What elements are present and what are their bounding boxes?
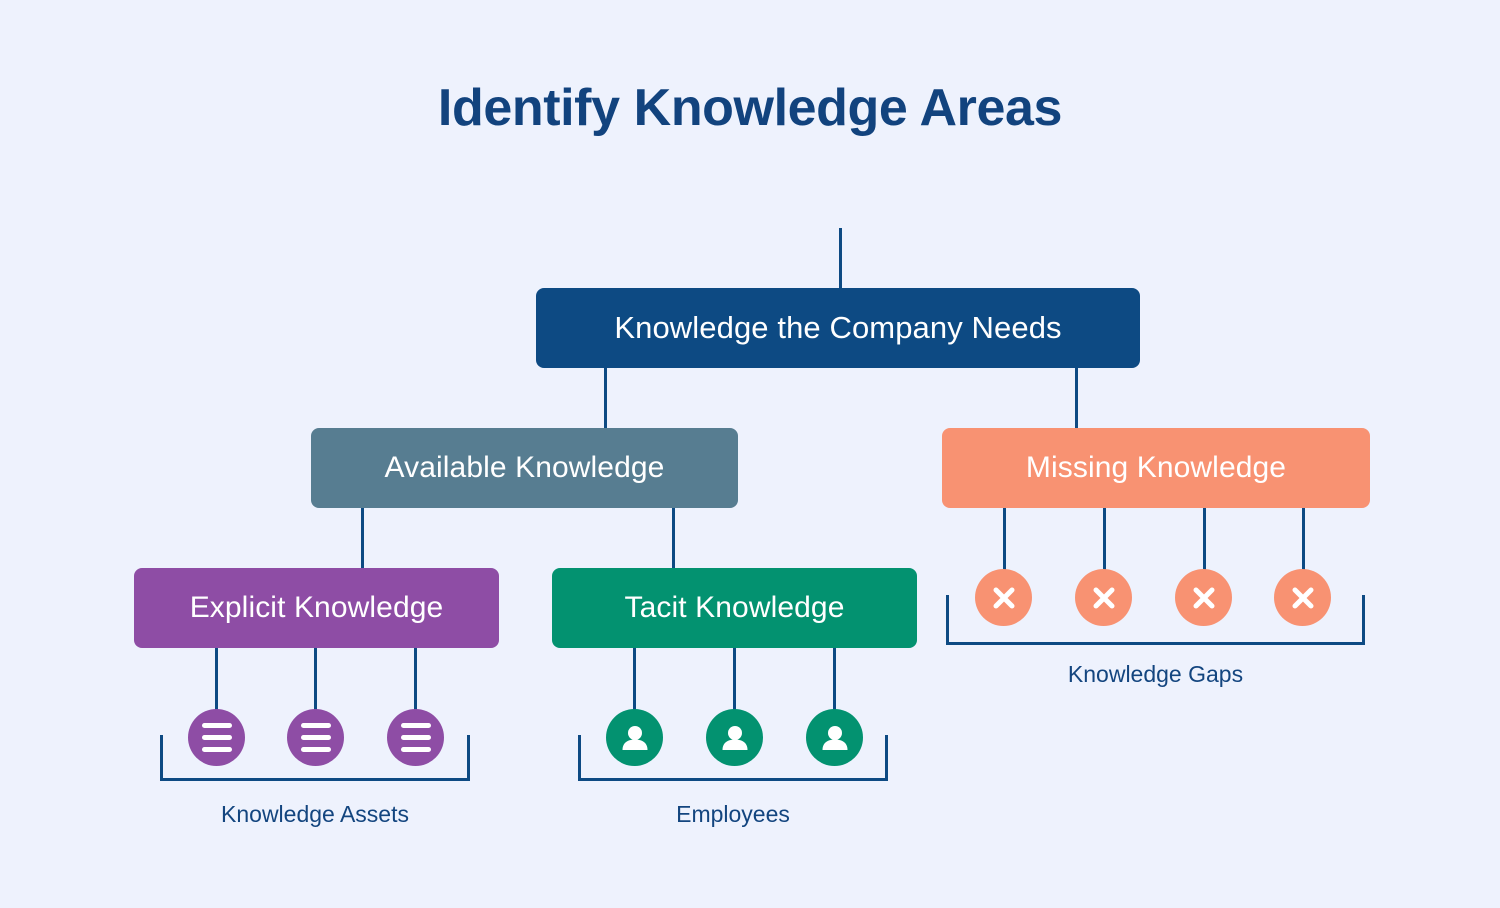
person-icon[interactable]	[806, 709, 863, 766]
document-lines-icon-glyph	[300, 723, 331, 752]
x-mark-icon-glyph	[1292, 587, 1313, 608]
connector-root-to-available	[604, 368, 607, 430]
connector-missing-to-gap-1	[1003, 508, 1006, 576]
node-tacit-knowledge[interactable]: Tacit Knowledge	[552, 568, 917, 648]
x-mark-icon-glyph	[1193, 587, 1214, 608]
document-lines-icon[interactable]	[188, 709, 245, 766]
x-mark-icon[interactable]	[1274, 569, 1331, 626]
document-lines-icon[interactable]	[287, 709, 344, 766]
connector-explicit-to-asset-3	[414, 648, 417, 716]
connector-root-to-missing	[1075, 368, 1078, 430]
connector-missing-to-gap-2	[1103, 508, 1106, 576]
connector-explicit-to-asset-2	[314, 648, 317, 716]
person-icon-glyph	[722, 725, 747, 750]
x-mark-icon-glyph	[1093, 587, 1114, 608]
connector-explicit-to-asset-1	[215, 648, 218, 716]
node-label: Missing Knowledge	[1025, 451, 1287, 484]
node-label: Explicit Knowledge	[189, 591, 444, 624]
node-knowledge-the-company-needs[interactable]: Knowledge the Company Needs	[536, 288, 1140, 368]
person-icon[interactable]	[606, 709, 663, 766]
connector-missing-to-gap-4	[1302, 508, 1305, 576]
person-icon-glyph	[822, 725, 847, 750]
bracket-employees	[578, 735, 888, 781]
person-icon[interactable]	[706, 709, 763, 766]
connector-missing-to-gap-3	[1203, 508, 1206, 576]
node-label: Knowledge the Company Needs	[614, 310, 1062, 345]
document-lines-icon[interactable]	[387, 709, 444, 766]
node-missing-knowledge[interactable]: Missing Knowledge	[942, 428, 1370, 508]
bracket-knowledge-assets	[160, 735, 470, 781]
document-lines-icon-glyph	[201, 723, 232, 752]
connector-available-to-tacit	[672, 508, 675, 570]
x-mark-icon[interactable]	[975, 569, 1032, 626]
connector-tacit-to-employee-2	[733, 648, 736, 716]
node-explicit-knowledge[interactable]: Explicit Knowledge	[134, 568, 499, 648]
node-label: Available Knowledge	[384, 451, 665, 484]
group-label-knowledge-assets: Knowledge Assets	[221, 801, 409, 827]
x-mark-icon-glyph	[993, 587, 1014, 608]
group-label-employees: Employees	[676, 801, 790, 827]
connector-tacit-to-employee-3	[833, 648, 836, 716]
node-available-knowledge[interactable]: Available Knowledge	[311, 428, 738, 508]
connector-tacit-to-employee-1	[633, 648, 636, 716]
document-lines-icon-glyph	[400, 723, 431, 752]
connector-available-to-explicit	[361, 508, 364, 570]
x-mark-icon[interactable]	[1075, 569, 1132, 626]
bracket-knowledge-gaps	[946, 595, 1365, 645]
connector-root-stem	[839, 228, 842, 290]
node-label: Tacit Knowledge	[624, 591, 845, 624]
person-icon-glyph	[622, 725, 647, 750]
x-mark-icon[interactable]	[1175, 569, 1232, 626]
group-label-knowledge-gaps: Knowledge Gaps	[1067, 661, 1244, 687]
page-title: Identify Knowledge Areas	[437, 79, 1063, 137]
